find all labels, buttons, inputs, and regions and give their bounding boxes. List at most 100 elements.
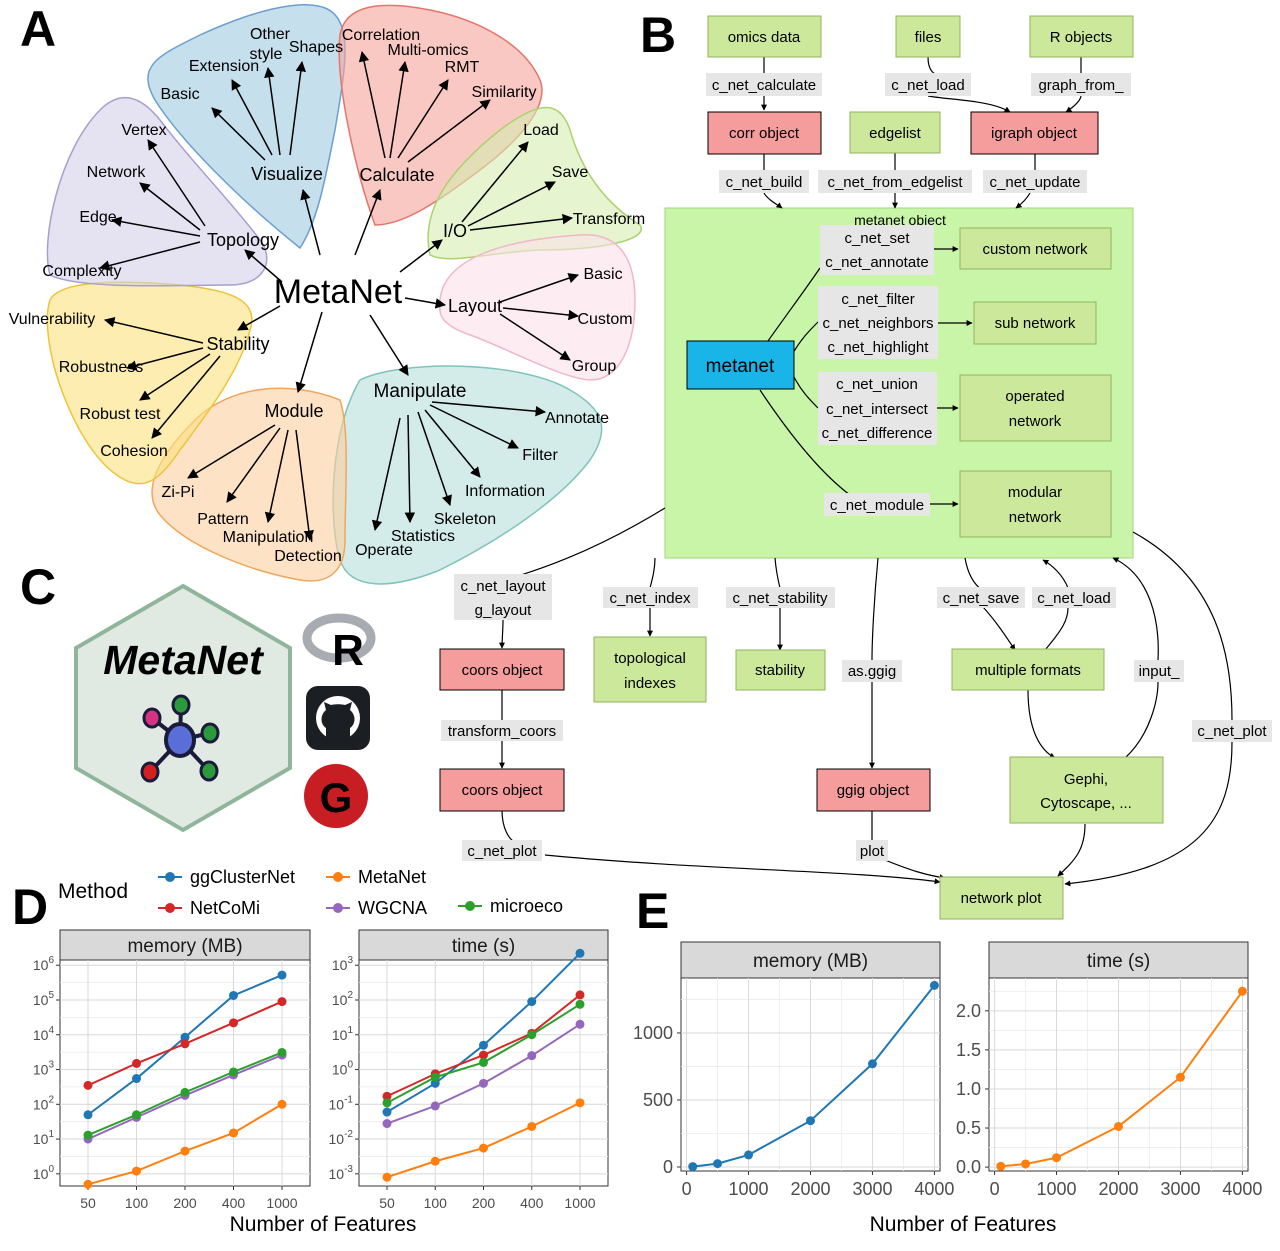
r-logo-icon: R xyxy=(302,613,376,675)
leaf-io-load: Load xyxy=(523,122,559,139)
data-point xyxy=(688,1162,698,1172)
svg-text:c_net_update: c_net_update xyxy=(990,174,1081,191)
x-tick-label: 0 xyxy=(682,1179,692,1199)
leaf-manipulate-filter: Filter xyxy=(522,447,558,464)
leaf-topology-vertex: Vertex xyxy=(121,122,166,139)
group-visualize: Visualize xyxy=(251,164,323,184)
y-tick-label: 102 xyxy=(332,990,354,1008)
svg-text:R objects: R objects xyxy=(1050,29,1113,46)
series-microeco xyxy=(83,1047,287,1140)
data-point xyxy=(575,999,585,1009)
series-wgcna xyxy=(382,1019,585,1129)
svg-text:c_net_set: c_net_set xyxy=(844,230,910,247)
group-calculate: Calculate xyxy=(359,165,434,185)
svg-text:c_net_calculate: c_net_calculate xyxy=(712,77,816,94)
panel-letter-c: C xyxy=(20,559,56,615)
svg-text:as.ggig: as.ggig xyxy=(848,663,896,680)
leaf-stability-vulnerability: Vulnerability xyxy=(9,311,96,328)
svg-text:c_net_stability: c_net_stability xyxy=(732,590,828,607)
y-tick-label: 100 xyxy=(332,1060,354,1078)
fn-c-net-load-2: c_net_load xyxy=(1032,587,1116,608)
leaf-layout-custom: Custom xyxy=(577,311,632,328)
svg-text:indexes: indexes xyxy=(624,675,676,692)
petal-module xyxy=(151,387,347,582)
chart-title: memory (MB) xyxy=(753,951,868,972)
data-point xyxy=(479,1040,488,1050)
svg-text:c_net_layout: c_net_layout xyxy=(460,578,546,595)
svg-text:coors object: coors object xyxy=(462,782,544,799)
y-tick-label: 1.5 xyxy=(956,1040,981,1060)
network-icon xyxy=(140,694,220,783)
x-tick-label: 3000 xyxy=(1160,1179,1200,1199)
svg-text:c_net_load: c_net_load xyxy=(1037,590,1110,607)
data-point xyxy=(382,1107,392,1117)
leaf-io-save: Save xyxy=(552,164,589,181)
fn-c-net-save: c_net_save xyxy=(937,587,1025,608)
leaf-visualize-basic: Basic xyxy=(160,86,199,103)
group-stability: Stability xyxy=(206,334,269,354)
data-point xyxy=(83,1080,93,1090)
data-point xyxy=(83,1110,93,1120)
box-r-objects: R objects xyxy=(1029,15,1134,58)
data-point xyxy=(132,1110,141,1120)
fn-labels: c_net_calculate c_net_load graph_from_ c… xyxy=(441,73,1272,861)
leaf-topology-complexity: Complexity xyxy=(42,263,121,280)
data-point xyxy=(382,1098,392,1108)
chart-title: time (s) xyxy=(1087,951,1150,972)
data-point xyxy=(83,1179,93,1189)
leaf-manipulate-operate: Operate xyxy=(355,542,413,559)
fn-c-net-update: c_net_update xyxy=(983,170,1087,193)
legend-item-microeco: microeco xyxy=(458,896,563,916)
svg-text:operated: operated xyxy=(1005,388,1064,405)
data-point xyxy=(575,1019,585,1029)
leaf-manipulate-statistics: Statistics xyxy=(391,528,455,545)
fn-c-net-stability: c_net_stability xyxy=(726,587,835,608)
box-corr-object: corr object xyxy=(707,111,822,155)
y-tick-label: 500 xyxy=(643,1090,673,1110)
data-point xyxy=(575,948,585,958)
leaf-visualize-shapes: Shapes xyxy=(289,39,343,56)
data-point xyxy=(430,1101,440,1111)
legend-label: MetaNet xyxy=(358,867,426,887)
leaf-stability-cohesion: Cohesion xyxy=(100,443,168,460)
data-point xyxy=(180,1039,190,1049)
y-tick-label: 105 xyxy=(33,990,55,1008)
svg-text:c_net_intersect: c_net_intersect xyxy=(826,401,929,418)
legend-dot xyxy=(333,903,343,913)
logo-title: MetaNet xyxy=(103,637,265,683)
y-tick-label: 103 xyxy=(33,1060,55,1078)
data-point xyxy=(1175,1072,1185,1082)
x-tick-label: 400 xyxy=(222,1195,246,1211)
svg-text:Gephi,: Gephi, xyxy=(1064,771,1108,788)
data-point xyxy=(744,1150,754,1160)
panel-letter-a: A xyxy=(20,1,56,57)
metanet-object-title: metanet object xyxy=(854,212,946,228)
github-icon xyxy=(306,686,370,750)
data-point xyxy=(229,1018,238,1028)
data-point xyxy=(430,1156,440,1166)
y-tick-label: 0.5 xyxy=(956,1118,981,1138)
leaf-manipulate-skeleton: Skeleton xyxy=(434,511,496,528)
petal-layout xyxy=(439,234,636,381)
data-point xyxy=(180,1032,190,1042)
svg-text:igraph object: igraph object xyxy=(991,125,1078,142)
svg-text:c_net_module: c_net_module xyxy=(830,497,924,514)
y-tick-label: 1000 xyxy=(633,1023,673,1043)
svg-text:sub network: sub network xyxy=(995,315,1076,332)
svg-text:c_net_index: c_net_index xyxy=(610,590,691,607)
svg-text:c_net_highlight: c_net_highlight xyxy=(828,339,930,356)
data-point xyxy=(229,990,238,1000)
x-tick-label: 3000 xyxy=(852,1179,892,1199)
x-tick-label: 100 xyxy=(424,1195,448,1211)
data-point xyxy=(132,1058,141,1068)
legend-item-wgcna: WGCNA xyxy=(326,898,427,918)
group-topology: Topology xyxy=(207,230,279,250)
svg-text:multiple formats: multiple formats xyxy=(975,662,1081,679)
box-coors-object-1: coors object xyxy=(439,648,565,691)
chart-title: time (s) xyxy=(452,936,515,957)
svg-text:c_net_difference: c_net_difference xyxy=(822,425,933,442)
data-point xyxy=(132,1166,141,1176)
